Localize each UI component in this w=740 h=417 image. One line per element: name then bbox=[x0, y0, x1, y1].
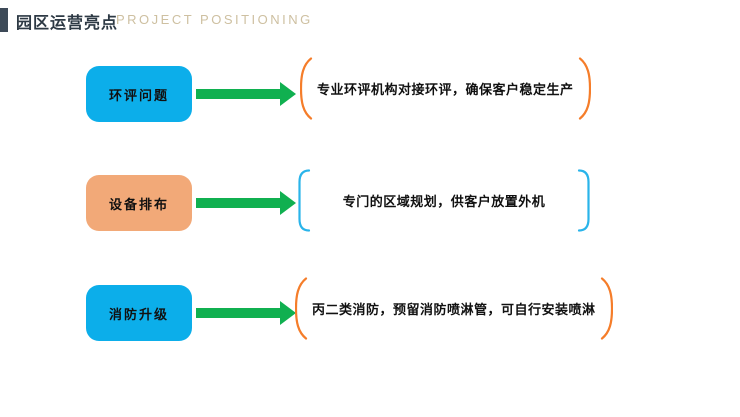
callout-text: 专门的区域规划，供客户放置外机 bbox=[342, 194, 546, 209]
topic-label: 环评问题 bbox=[108, 87, 169, 103]
arrow-right-icon bbox=[196, 82, 296, 106]
callout-fire: 丙二类消防，预留消防喷淋管，可自行安装喷淋 bbox=[295, 277, 613, 340]
left-bracket-icon bbox=[295, 277, 308, 340]
callout-equipment: 专门的区域规划，供客户放置外机 bbox=[298, 169, 590, 232]
right-bracket-icon bbox=[600, 277, 613, 340]
page-subtitle: PROJECT POSITIONING bbox=[116, 12, 313, 27]
left-bracket-icon bbox=[298, 169, 311, 232]
arrow-right-icon bbox=[196, 191, 296, 215]
callout-environmental: 专业环评机构对接环评，确保客户稳定生产 bbox=[300, 57, 591, 120]
callout-text: 丙二类消防，预留消防喷淋管，可自行安装喷淋 bbox=[312, 302, 596, 317]
right-bracket-icon bbox=[577, 169, 590, 232]
header-accent-bar bbox=[0, 8, 8, 32]
topic-box-environmental: 环评问题 bbox=[86, 66, 192, 122]
arrow-right-icon bbox=[196, 301, 296, 325]
topic-label: 消防升级 bbox=[108, 306, 169, 322]
page-title: 园区运营亮点 bbox=[16, 15, 119, 32]
callout-text: 专业环评机构对接环评，确保客户稳定生产 bbox=[317, 82, 574, 97]
right-bracket-icon bbox=[578, 57, 591, 120]
topic-label: 设备排布 bbox=[108, 196, 169, 212]
left-bracket-icon bbox=[300, 57, 313, 120]
topic-box-fire: 消防升级 bbox=[86, 285, 192, 341]
topic-box-equipment: 设备排布 bbox=[86, 175, 192, 231]
